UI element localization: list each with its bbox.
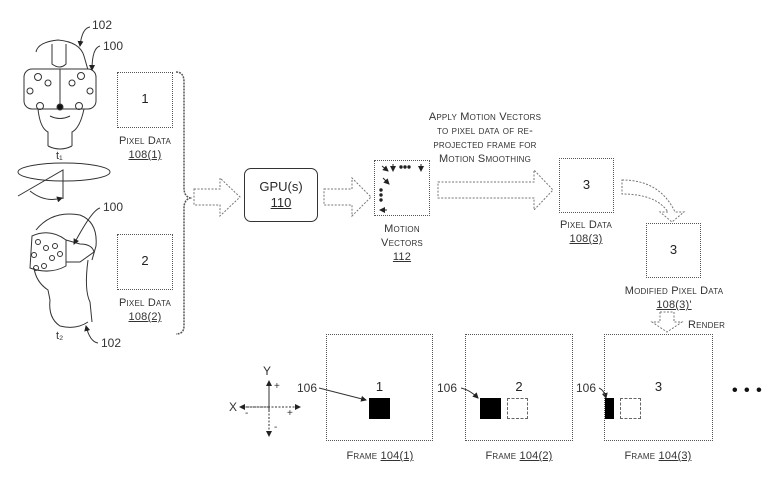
frame-3-object-ref: 106 [576, 381, 597, 395]
gpu-label: GPU(s) [259, 179, 303, 194]
motion-vectors-title-2: Vectors [381, 237, 423, 249]
axis-x-plus: + [287, 408, 293, 419]
grouping-brace [175, 71, 193, 335]
previous-object-position-3 [620, 398, 641, 419]
render-arrow [650, 311, 684, 333]
axis-y-plus: + [274, 381, 280, 392]
user-head-front-icon [23, 39, 97, 150]
motion-vectors-label: Motion Vectors 112 [362, 222, 442, 264]
caption-line-4: Motion Smoothing [438, 153, 532, 165]
pixel-data-1-box: 1 [117, 72, 173, 128]
pixel-data-1-ref: 108(1) [128, 149, 162, 161]
modified-pixel-data-label: Modified Pixel Data 108(3)' [604, 284, 744, 312]
frame-1-number: 1 [375, 379, 384, 394]
frame-2-label: Frame 104(2) [479, 449, 559, 463]
time-label-2: t₂ [56, 330, 64, 342]
axis-y-label: Y [263, 364, 272, 378]
previous-object-position-2 [507, 398, 528, 419]
continuation-ellipsis: • • • [732, 382, 763, 399]
leader-100-top [89, 45, 101, 71]
caption-line-1: Apply Motion Vectors [428, 111, 542, 123]
ref-hmd-bottom: 100 [103, 200, 124, 214]
time-label-1: t₁ [56, 150, 63, 162]
motion-vectors-box [374, 160, 430, 216]
apply-motion-vectors-caption: Apply Motion Vectors to pixel data of re… [415, 110, 555, 166]
modified-pixel-data-title: Modified Pixel Data [624, 285, 724, 297]
pixel-data-1-number: 1 [141, 91, 149, 106]
arrow-to-motion-vectors [323, 176, 372, 218]
pixel-data-2-ref: 108(2) [128, 311, 162, 323]
render-label: Render [688, 319, 726, 331]
motion-vectors-title-1: Motion [384, 223, 420, 235]
leader-102-bottom [84, 325, 99, 344]
caption-line-3: projected frame for [433, 139, 537, 151]
rotation-indicator-icon [17, 162, 111, 203]
frame-1-label: Frame 104(1) [340, 449, 420, 463]
pixel-data-3-label: Pixel Data 108(3) [546, 218, 626, 246]
frame-2-number: 2 [515, 379, 523, 394]
ref-user-top: 102 [92, 18, 113, 32]
frame-2-box: 2 [465, 334, 573, 441]
frame-3-box: 3 [604, 334, 713, 441]
virtual-object-3 [605, 398, 614, 419]
leader-106-frame2 [460, 387, 479, 399]
modified-pixel-data-number: 3 [669, 242, 678, 257]
pixel-data-3-box: 3 [559, 158, 614, 213]
pixel-data-3-ref: 108(3) [569, 233, 603, 245]
frame-2-ref: 104(2) [519, 450, 553, 462]
curved-arrow-to-modified [621, 179, 686, 223]
modified-pixel-data-box: 3 [646, 223, 701, 278]
ref-user-bottom: 102 [101, 336, 122, 350]
gpu-box: GPU(s) 110 [244, 168, 318, 222]
leader-102-top [77, 26, 91, 47]
xy-axes-icon [239, 380, 301, 437]
pixel-data-2-box: 2 [117, 234, 173, 290]
pixel-data-2-number: 2 [141, 253, 149, 268]
axis-x-label: X [229, 400, 238, 414]
arrow-apply-motion-vectors [437, 168, 554, 212]
pixel-data-3-number: 3 [582, 177, 591, 192]
frame-1-title: Frame [346, 450, 378, 462]
user-head-side-icon [29, 213, 97, 328]
motion-vectors-glyph-icon [379, 164, 424, 213]
leader-106-frame3 [598, 387, 608, 399]
frame-2-object-ref: 106 [437, 381, 458, 395]
virtual-object-2 [480, 398, 501, 419]
ref-hmd-top: 100 [103, 39, 124, 53]
axis-x-minus: - [245, 408, 249, 419]
frame-3-ref: 104(3) [658, 450, 692, 462]
gpu-ref: 110 [270, 195, 292, 210]
pixel-data-1-title: Pixel Data [118, 135, 172, 147]
motion-vectors-ref: 112 [392, 251, 412, 263]
leader-100-bottom [73, 207, 101, 245]
frame-3-title: Frame [624, 450, 656, 462]
pixel-data-3-title: Pixel Data [559, 219, 613, 231]
frame-1-box: 1 [326, 334, 433, 441]
frame-3-label: Frame 104(3) [618, 449, 698, 463]
axis-y-minus: - [274, 422, 278, 433]
virtual-object-1 [369, 398, 390, 419]
frame-1-object-ref: 106 [297, 381, 318, 395]
frame-1-ref: 104(1) [380, 450, 414, 462]
frame-3-number: 3 [654, 379, 663, 394]
frame-2-title: Frame [485, 450, 517, 462]
pixel-data-2-label: Pixel Data 108(2) [105, 296, 185, 324]
pixel-data-2-title: Pixel Data [118, 297, 172, 309]
arrow-to-gpu [193, 176, 241, 218]
pixel-data-1-label: Pixel Data 108(1) [105, 134, 185, 162]
modified-pixel-data-ref: 108(3)' [656, 299, 692, 311]
caption-line-2: to pixel data of re- [437, 125, 533, 137]
